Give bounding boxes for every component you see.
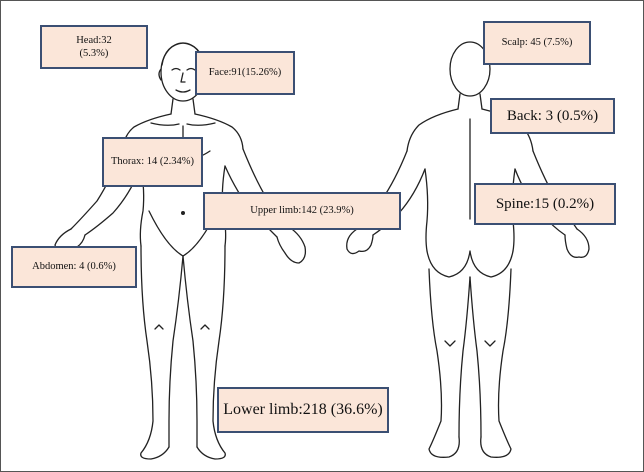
- label-thorax: Thorax: 14 (2.34%): [102, 137, 203, 187]
- label-lower-limb: Lower limb:218 (36.6%): [217, 387, 389, 433]
- label-upper-limb: Upper limb:142 (23.9%): [203, 192, 401, 230]
- label-head: Head:32 (5.3%): [40, 25, 148, 69]
- label-scalp: Scalp: 45 (7.5%): [483, 21, 591, 65]
- label-spine: Spine:15 (0.2%): [474, 183, 616, 225]
- label-back: Back: 3 (0.5%): [490, 98, 615, 134]
- label-face: Face:91(15.26%): [195, 51, 295, 95]
- label-abdomen: Abdomen: 4 (0.6%): [11, 246, 137, 288]
